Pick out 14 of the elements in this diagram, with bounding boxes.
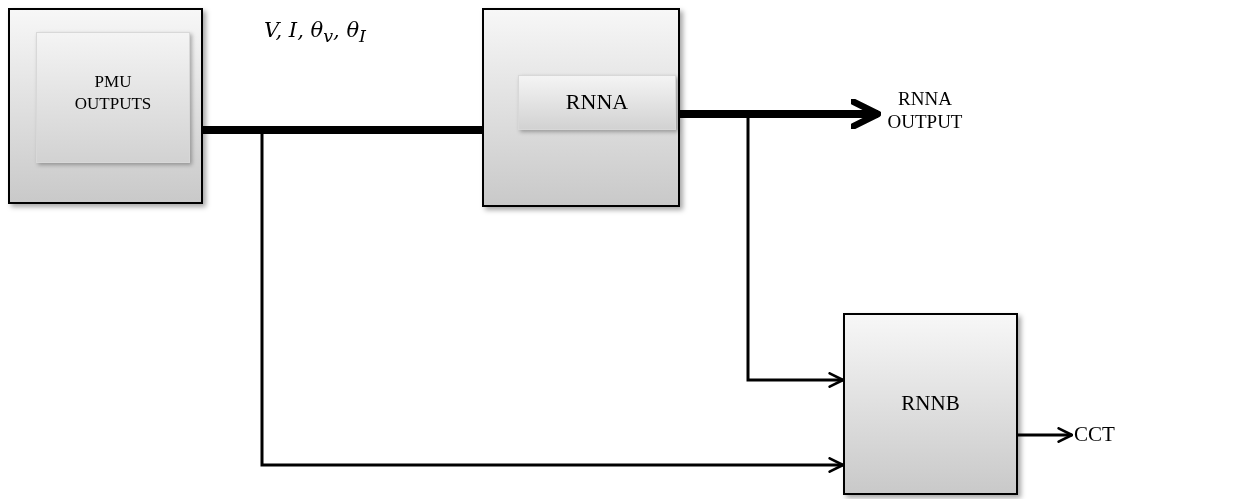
node-label: RNNB [901,390,960,418]
node-label: RNNA OUTPUT [886,88,964,134]
arrow [1018,427,1074,443]
arrow [680,98,882,130]
node-label: PMU OUTPUTS [73,71,153,116]
node-label: RNNA [565,88,629,117]
process-box [843,313,1018,495]
block-box [482,8,680,207]
process-box [36,32,190,163]
connector-line [203,126,482,134]
block-box [8,8,203,204]
arrow [680,112,845,388]
node-label: CCT [1074,421,1115,449]
process-box [518,75,676,130]
